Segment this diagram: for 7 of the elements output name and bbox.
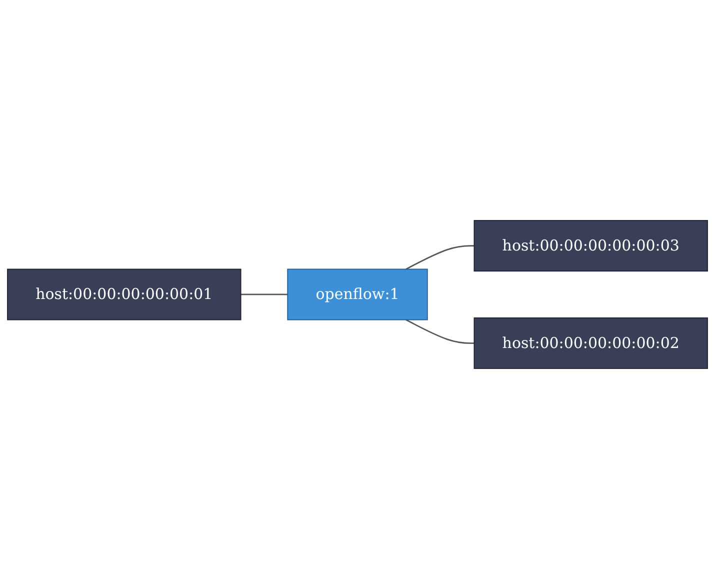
connector <box>240 293 288 295</box>
connector <box>406 244 474 270</box>
node-box: host:00:00:00:00:00:02 <box>474 316 708 368</box>
node-box: host:00:00:00:00:00:01 <box>7 268 242 320</box>
node-box: host:00:00:00:00:00:03 <box>474 220 708 272</box>
node-box: openflow:1 <box>287 268 428 320</box>
connector <box>406 318 474 344</box>
